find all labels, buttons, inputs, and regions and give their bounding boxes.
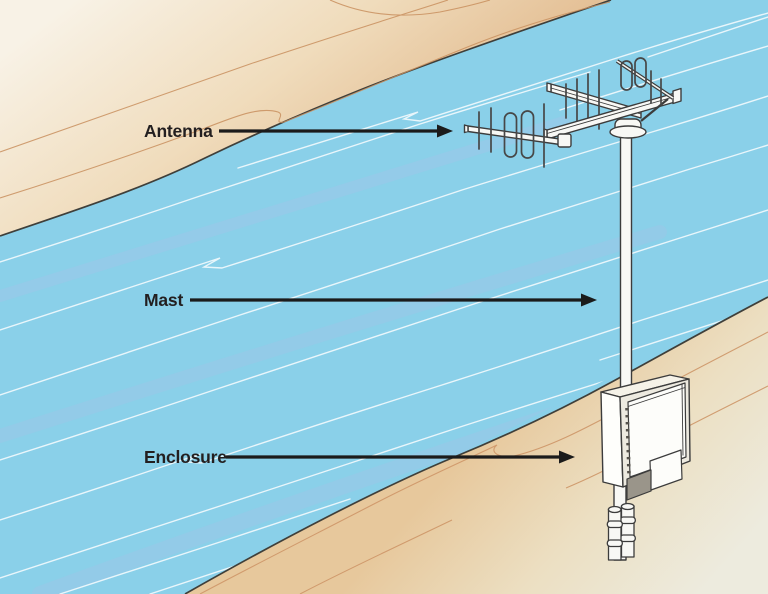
equipment-enclosure	[600, 374, 691, 501]
upper-riverbank	[0, 0, 612, 237]
conduit-pipe-left	[606, 505, 623, 561]
telemetry-station	[463, 57, 691, 561]
enclosure-bottom-shadow	[626, 469, 652, 501]
label-arrows	[190, 124, 597, 464]
upper-bank-contour-lines	[0, 0, 611, 199]
enclosure-label: Enclosure	[144, 447, 227, 467]
conduit-pipe-right	[619, 502, 636, 558]
mast-pole	[619, 130, 633, 391]
mast-arrow	[190, 293, 597, 307]
antenna-arrow	[219, 124, 453, 138]
conduit-pipes	[606, 502, 636, 561]
yagi-antenna-left	[463, 103, 572, 168]
antenna-label: Antenna	[144, 121, 213, 141]
antenna-crossarm-main	[543, 87, 682, 141]
enclosure-arrow	[226, 450, 575, 464]
yagi-antenna-right	[615, 57, 675, 122]
mast-label: Mast	[144, 290, 184, 310]
mast-cap	[609, 118, 647, 139]
water-streaks	[0, 12, 768, 594]
